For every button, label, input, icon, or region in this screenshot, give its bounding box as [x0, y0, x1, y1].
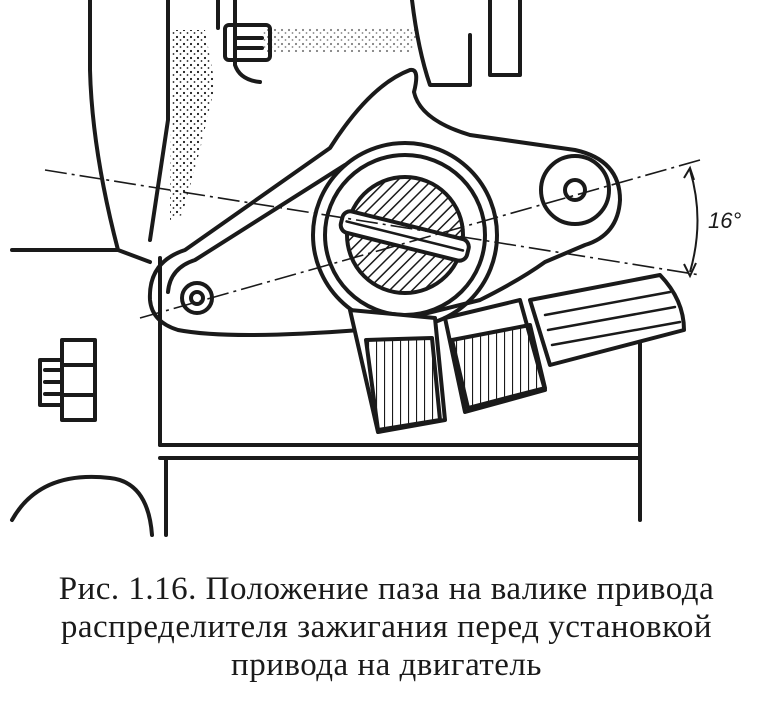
caption-line-3: привода на двигатель [231, 647, 542, 683]
clamp-left [348, 308, 447, 434]
gasket-shading [262, 28, 418, 52]
drive-housing [147, 67, 622, 337]
angle-label: 16° [708, 208, 741, 233]
housing-inner-contour [166, 163, 347, 294]
left-mounting-hole [180, 281, 214, 315]
shaft-slot [338, 209, 471, 263]
clamp-side [528, 273, 686, 367]
figure-caption: Рис. 1.16. Положение паза на валике прив… [0, 570, 773, 684]
engine-block [10, 0, 642, 537]
reference-lines [44, 159, 701, 319]
caption-line-2: распределителя зажигания перед установко… [60, 609, 713, 645]
clamp-right [443, 298, 547, 414]
left-bolt [38, 338, 97, 422]
casting-shading [170, 30, 215, 220]
technical-drawing: 16° [10, 0, 741, 537]
top-nut [223, 23, 272, 62]
caption-line-1: Рис. 1.16. Положение паза на валике прив… [58, 571, 715, 607]
right-mounting-hole [539, 154, 611, 226]
angle-dimension [683, 165, 699, 279]
